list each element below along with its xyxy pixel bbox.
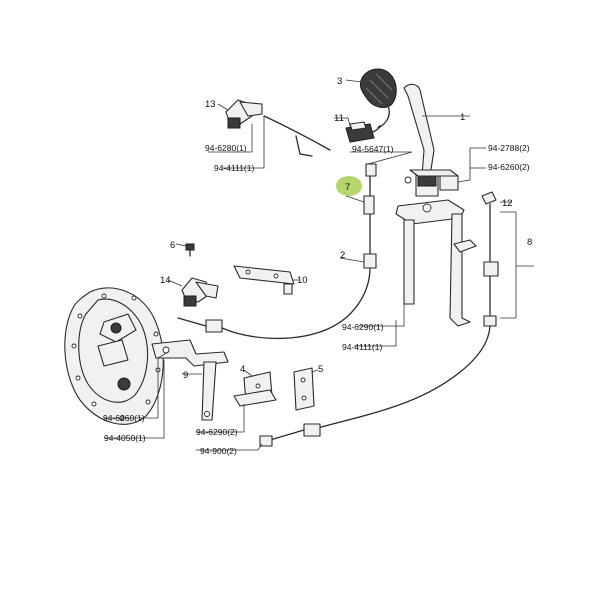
- callout-10: 10: [297, 275, 308, 286]
- part-10-bracket: [233, 265, 295, 295]
- callout-4: 4: [240, 364, 245, 375]
- ref-94-6260-left: 94-6260(1): [103, 413, 145, 423]
- part-13-fitting: [225, 99, 263, 129]
- callout-8: 8: [527, 237, 532, 248]
- ref-94-4111-top: 94-4111(1): [214, 163, 254, 173]
- callout-2: 2: [340, 250, 345, 261]
- ref-94-5647: 94-5647(1): [352, 144, 394, 154]
- callout-numbers: 13 3 11 1 7 12 8 2 6 10 14 9 4 5: [160, 76, 532, 381]
- ref-94-6290-1: 94-6290(1): [342, 322, 384, 332]
- callout-11: 11: [334, 113, 344, 124]
- part-14-fitting: [181, 277, 219, 307]
- callout-14: 14: [160, 275, 171, 286]
- part-6-bolt: [185, 243, 195, 257]
- callout-9: 9: [183, 370, 188, 381]
- highlight-marker: [336, 176, 362, 196]
- ref-94-4050: 94-4050(1): [104, 433, 146, 443]
- part-link-rod: [263, 115, 331, 157]
- part-2-cable: [177, 253, 377, 340]
- callout-1: 1: [460, 112, 465, 123]
- part-11-switch: [345, 121, 381, 143]
- ref-94-2788: 94-2788(2): [488, 143, 530, 153]
- ref-94-4111-mid: 94-4111(1): [342, 342, 382, 352]
- part-1-shift-lever: [395, 83, 477, 327]
- mounting-plate: [64, 287, 164, 425]
- part-7-cable-end: [336, 163, 377, 257]
- reference-codes: 94-6280(1) 94-4111(1) 94-5647(1) 94-2788…: [103, 143, 530, 456]
- ref-94-6260-top: 94-6260(2): [488, 162, 530, 172]
- callout-7: 7: [345, 182, 350, 193]
- ref-94-6290-2: 94-6290(2): [196, 427, 238, 437]
- callout-3: 3: [337, 76, 342, 87]
- ref-94-6280: 94-6280(1): [205, 143, 247, 153]
- callout-6: 6: [170, 240, 175, 251]
- callout-5: 5: [318, 364, 323, 375]
- callout-12: 12: [502, 198, 513, 209]
- part-8-cable: [259, 191, 499, 447]
- callout-13: 13: [205, 99, 216, 110]
- leader-lines: [104, 79, 534, 451]
- part-4-bracket: [233, 371, 277, 407]
- part-3-shift-knob: [359, 68, 397, 129]
- ref-94-900: 94-900(2): [200, 446, 237, 456]
- part-5-plate: [293, 367, 315, 411]
- part-9-arm: [151, 339, 229, 421]
